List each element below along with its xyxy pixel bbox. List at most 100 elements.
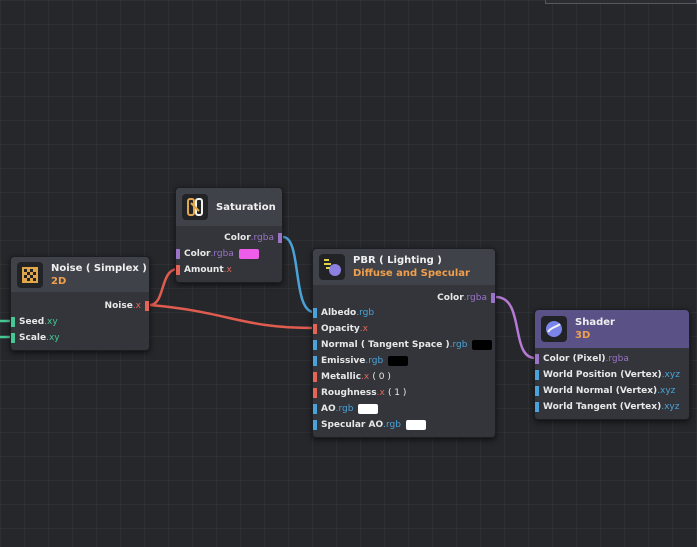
input-port-emissive[interactable]: Emissive.rgb: [313, 354, 409, 368]
node-title: PBR ( Lighting ): [353, 255, 442, 266]
output-port-color[interactable]: Color.rgba: [437, 291, 495, 305]
port-label: Color (Pixel): [543, 354, 606, 364]
port-type: .x: [361, 372, 370, 382]
wire-saturation-to-albedo: [282, 235, 315, 314]
input-port-world-tangent[interactable]: World Tangent (Vertex).xyz: [535, 400, 680, 414]
shader-node-header[interactable]: Shader 3D: [535, 310, 689, 348]
input-port-roughness[interactable]: Roughness.x ( 1 ): [313, 386, 407, 400]
port-type: .x: [376, 388, 385, 398]
input-port-world-position[interactable]: World Position (Vertex).xyz: [535, 368, 680, 382]
port-socket[interactable]: [313, 356, 317, 366]
port-type: .rgba: [463, 293, 487, 303]
color-swatch-input[interactable]: [238, 248, 259, 259]
port-type: .rgb: [365, 356, 384, 366]
port-type: .xyz: [661, 370, 680, 380]
saturation-node[interactable]: Saturation Color.rgba Color.rgba Amount.…: [175, 187, 283, 283]
port-label: Opacity: [321, 324, 360, 334]
input-port-ao[interactable]: AO.rgb: [313, 402, 379, 416]
input-port-specular-ao[interactable]: Specular AO.rgb: [313, 418, 426, 432]
port-socket[interactable]: [176, 265, 180, 275]
port-label: Scale: [19, 333, 47, 343]
port-socket[interactable]: [278, 233, 282, 243]
port-socket[interactable]: [176, 249, 180, 259]
input-port-opacity[interactable]: Opacity.x: [313, 322, 368, 336]
port-type: .x: [223, 265, 232, 275]
input-port-seed[interactable]: Seed.xy: [11, 315, 58, 329]
input-port-albedo[interactable]: Albedo.rgb: [313, 306, 374, 320]
port-label: Metallic: [321, 372, 362, 382]
input-port-color[interactable]: Color.rgba: [176, 247, 259, 261]
port-type: .x: [359, 324, 368, 334]
port-socket[interactable]: [11, 333, 15, 343]
port-type: .x: [132, 301, 141, 311]
port-label: Amount: [184, 265, 224, 275]
lighting-icon: [319, 254, 345, 280]
port-socket[interactable]: [535, 402, 539, 412]
node-title: Shader: [575, 317, 615, 328]
noise-node-header[interactable]: Noise ( Simplex ) 2D: [11, 257, 149, 292]
node-subtitle: 3D: [575, 330, 591, 341]
port-socket[interactable]: [313, 420, 317, 430]
input-port-normal[interactable]: Normal ( Tangent Space ).rgb: [313, 338, 493, 352]
port-label: Normal ( Tangent Space ): [321, 340, 450, 350]
output-port-color[interactable]: Color.rgba: [224, 231, 282, 245]
port-type: .rgb: [383, 420, 401, 430]
port-type: .rgb: [449, 340, 468, 350]
port-type: .rgb: [335, 404, 354, 414]
port-socket[interactable]: [535, 386, 539, 396]
saturation-node-header[interactable]: Saturation: [176, 188, 282, 226]
port-socket[interactable]: [491, 293, 495, 303]
port-type: .xy: [46, 333, 60, 343]
port-socket[interactable]: [535, 370, 539, 380]
port-socket[interactable]: [313, 340, 317, 350]
wire-noise-to-amount: [149, 267, 178, 307]
node-subtitle: Diffuse and Specular: [353, 268, 470, 279]
port-socket[interactable]: [313, 388, 317, 398]
port-label: Noise: [104, 301, 133, 311]
port-type: .rgba: [605, 354, 629, 364]
port-type: .rgba: [250, 233, 274, 243]
port-label: Emissive: [321, 356, 366, 366]
port-label: Color: [184, 249, 211, 259]
noise-simplex-node[interactable]: Noise ( Simplex ) 2D Noise.x Seed.xy Sca…: [10, 256, 150, 351]
port-socket[interactable]: [313, 404, 317, 414]
shader-node[interactable]: Shader 3D Color (Pixel).rgba World Posit…: [534, 309, 690, 420]
input-port-scale[interactable]: Scale.xy: [11, 331, 60, 345]
port-type: .xyz: [657, 386, 676, 396]
port-type: .xyz: [661, 402, 680, 412]
color-swatch-input[interactable]: [405, 419, 426, 430]
port-type: .xy: [44, 317, 58, 327]
port-socket[interactable]: [313, 324, 317, 334]
pbr-node-header[interactable]: PBR ( Lighting ) Diffuse and Specular: [313, 249, 495, 285]
input-port-color-pixel[interactable]: Color (Pixel).rgba: [535, 352, 629, 366]
pbr-lighting-node[interactable]: PBR ( Lighting ) Diffuse and Specular Co…: [312, 248, 496, 438]
port-label: AO: [321, 404, 336, 414]
noise-pattern-icon: [17, 261, 43, 288]
input-port-world-normal[interactable]: World Normal (Vertex).xyz: [535, 384, 676, 398]
port-value[interactable]: ( 1 ): [387, 388, 407, 398]
port-label: Color: [224, 233, 251, 243]
input-port-amount[interactable]: Amount.x: [176, 263, 232, 277]
port-label: Roughness: [321, 388, 377, 398]
node-title: Saturation: [216, 201, 276, 213]
shader-icon: [541, 316, 567, 342]
port-value[interactable]: ( 0 ): [372, 372, 391, 382]
output-port-noise[interactable]: Noise.x: [104, 299, 149, 313]
color-swatch-input[interactable]: [358, 403, 379, 414]
port-label: Seed: [19, 317, 45, 327]
port-label: World Normal (Vertex): [543, 386, 658, 396]
color-swatch-input[interactable]: [388, 355, 409, 366]
color-swatch-input[interactable]: [472, 339, 493, 350]
port-type: .rgba: [210, 249, 234, 259]
port-socket[interactable]: [11, 317, 15, 327]
input-port-metallic[interactable]: Metallic.x ( 0 ): [313, 370, 391, 384]
wire-pbr-to-shader: [495, 295, 536, 360]
port-socket[interactable]: [535, 354, 539, 364]
port-socket[interactable]: [145, 301, 149, 311]
port-label: Albedo: [321, 308, 357, 318]
port-socket[interactable]: [313, 372, 317, 382]
node-subtitle: 2D: [51, 275, 67, 287]
saturation-icon: [182, 194, 208, 220]
port-label: Color: [437, 293, 464, 303]
port-socket[interactable]: [313, 308, 317, 318]
